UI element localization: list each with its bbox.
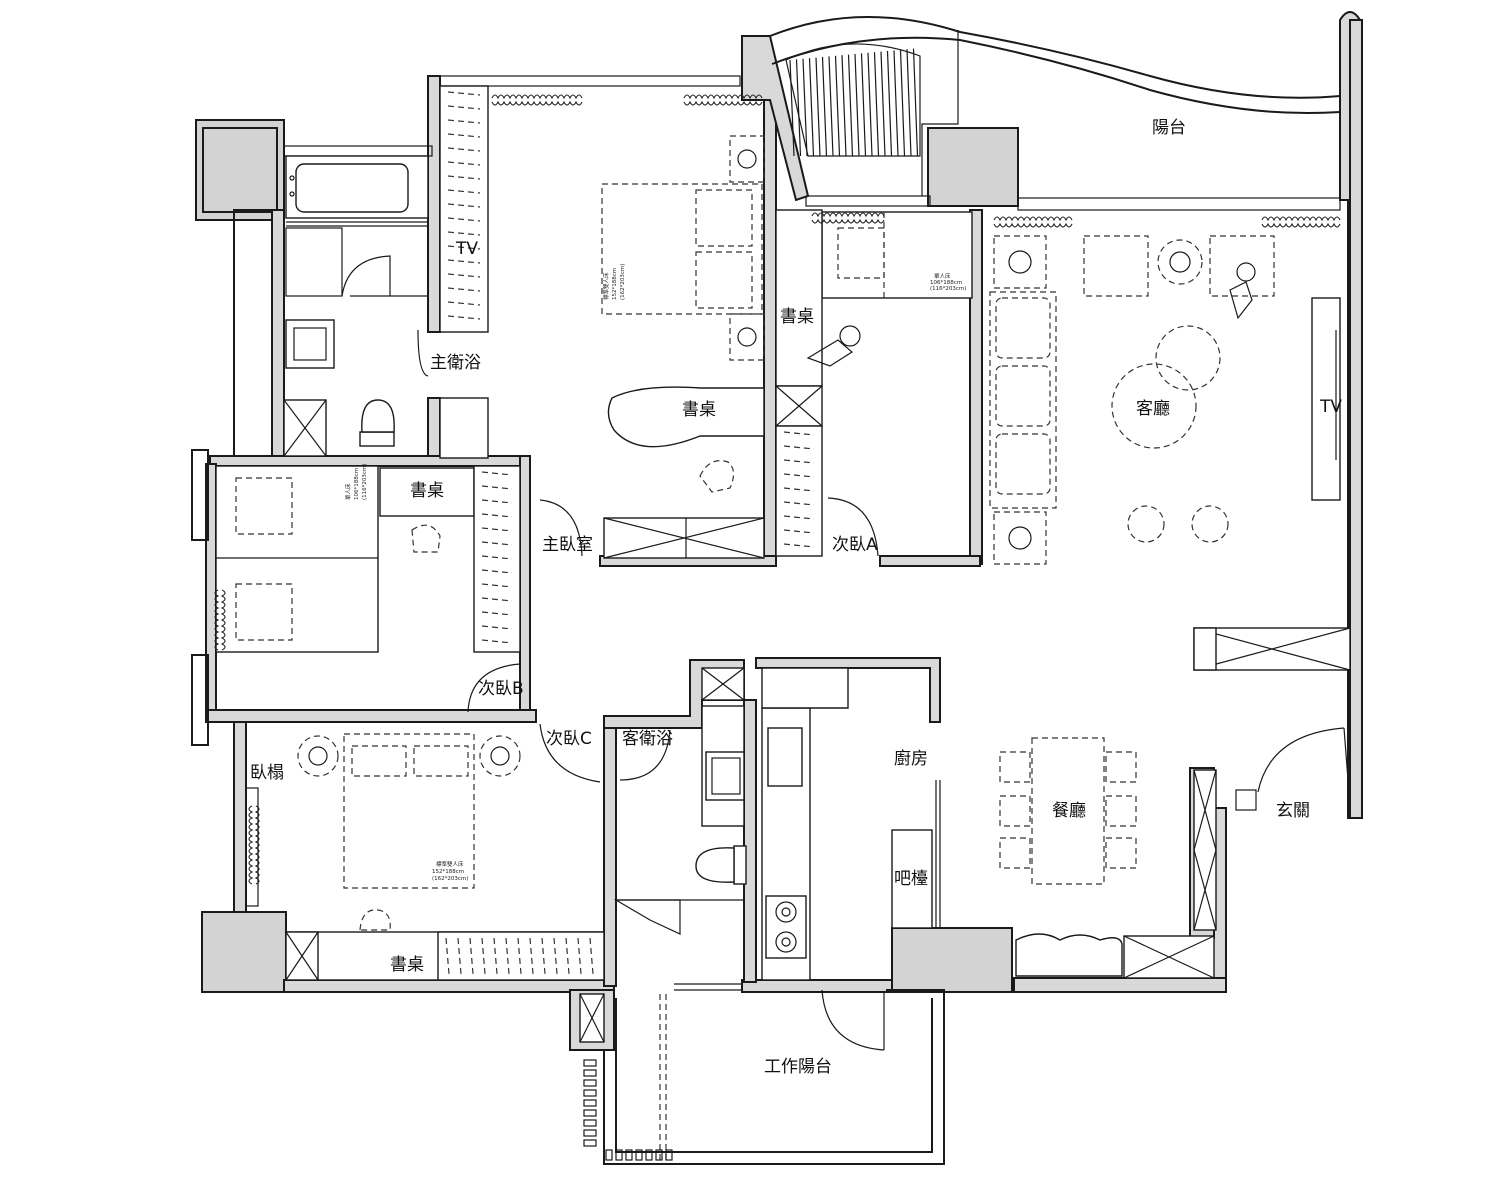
bed-a-spec-1: 單人床: [934, 272, 951, 280]
bedroom-b-desk-label: 書桌: [410, 481, 444, 501]
kitchen: 廚房 吧檯: [761, 667, 941, 981]
guest-bath: 客衛浴: [613, 667, 747, 935]
master-bath-label: 主衛浴: [430, 353, 481, 373]
bar-counter-label: 吧檯: [894, 869, 928, 889]
kitchen-label: 廚房: [894, 748, 928, 769]
svg-text:152*188cm: 152*188cm: [612, 268, 618, 300]
living-room-label: 客廳: [1136, 399, 1170, 419]
bed-b-spec-3: (116*203cm): [362, 464, 368, 500]
service-balcony: 工作陽台: [583, 983, 885, 1161]
dining-room-label: 餐廳: [1052, 801, 1086, 821]
bed-c-spec-2: 152*188cm: [432, 869, 464, 875]
service-balcony-label: 工作陽台: [764, 1057, 832, 1077]
living-tv-label: TV: [1319, 397, 1342, 417]
daybed-label: 臥榻: [250, 763, 284, 783]
bed-b-spec-2: 106*188cm: [354, 468, 360, 500]
master-bedroom: TV 標準雙人床 152*188cm (162*203cm) 書桌 主臥室: [439, 85, 765, 559]
bedroom-c-desk-label: 書桌: [390, 955, 424, 975]
guest-bath-label: 客衛浴: [622, 729, 673, 749]
bedroom-a-desk-label: 書桌: [780, 307, 814, 327]
bedroom-c: 臥榻 標準雙人床 152*188cm (162*203cm) 書桌 次臥C: [245, 723, 605, 981]
entrance-label: 玄關: [1276, 801, 1310, 821]
master-bed-spec-1: 標準雙人床: [602, 272, 610, 300]
master-desk-label: 書桌: [682, 400, 716, 420]
bed-b-spec-1: 單人床: [344, 483, 352, 500]
master-bedroom-label: 主臥室: [542, 535, 593, 555]
balcony: 陽台: [769, 15, 1341, 196]
bed-a-spec-2: 106*188cm: [930, 280, 962, 286]
balcony-label: 陽台: [1152, 118, 1186, 138]
dining-room: 餐廳: [999, 737, 1217, 979]
bedroom-c-label: 次臥C: [546, 729, 592, 749]
curtains: [214, 94, 1341, 885]
master-bed-spec-3: (162*203cm): [620, 264, 626, 300]
master-bed-spec-2: 152*188cm: [612, 268, 618, 300]
master-tv-label: TV: [455, 239, 478, 259]
entrance: 玄關: [1235, 727, 1351, 821]
bedroom-a: 單人床 106*188cm (116*203cm) 書桌 次臥A: [775, 209, 973, 557]
svg-text:(162*203cm): (162*203cm): [620, 264, 626, 300]
master-bath: 主衛浴: [283, 155, 481, 457]
bedroom-b-label: 次臥B: [478, 679, 524, 699]
bed-c-spec-1: 標準雙人床: [436, 860, 464, 868]
svg-text:標準雙人床: 標準雙人床: [602, 272, 610, 300]
bed-a-spec-3: (116*203cm): [930, 286, 966, 292]
living-room: 客廳 TV: [989, 235, 1342, 565]
bedroom-a-label: 次臥A: [832, 535, 878, 555]
bedroom-b: 單人床 106*188cm (116*203cm) 書桌 次臥B: [215, 464, 524, 713]
bed-c-spec-3: (162*203cm): [432, 876, 468, 882]
